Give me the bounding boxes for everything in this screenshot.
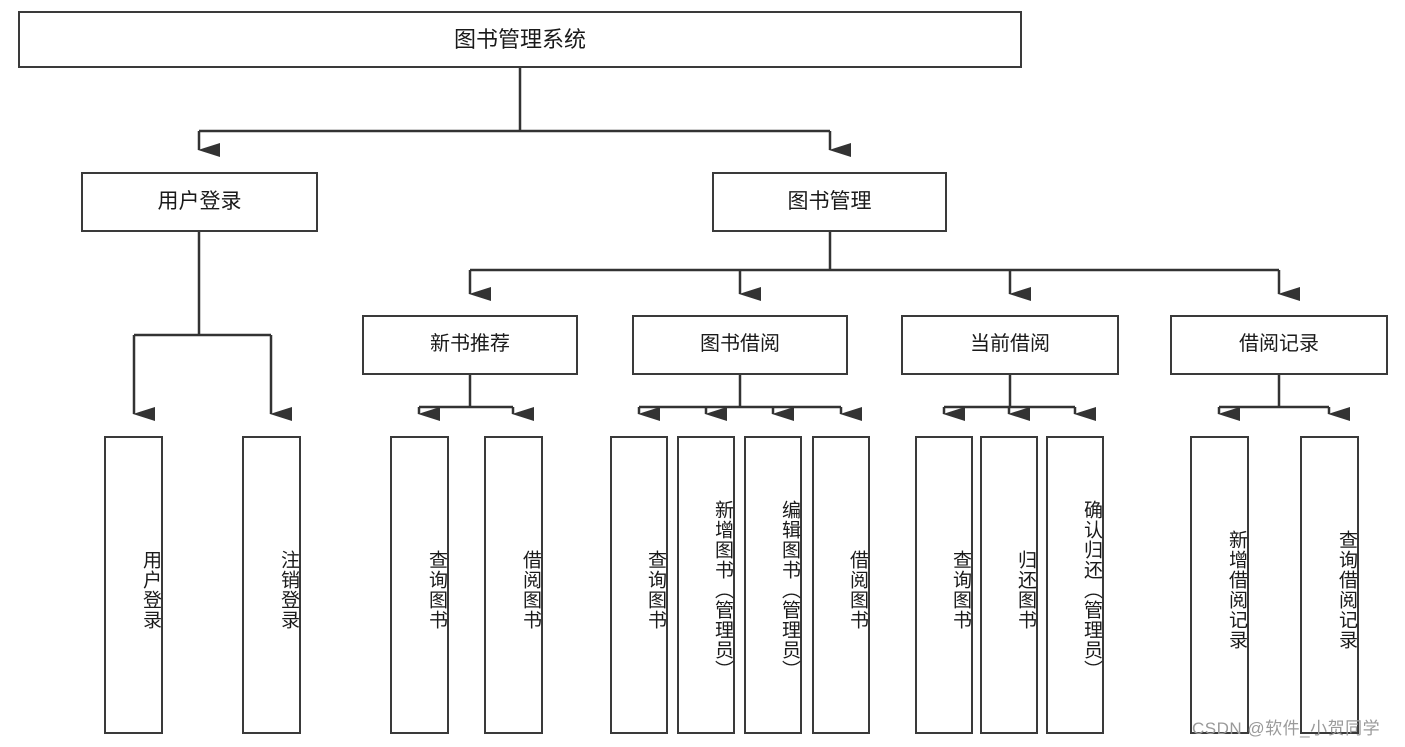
leaf-node[interactable]: 注销登录 <box>242 436 301 734</box>
leaf-node[interactable]: 查询图书 <box>390 436 449 734</box>
node-level2-current-borrow[interactable]: 当前借阅 <box>901 315 1119 375</box>
leaf-node[interactable]: 借阅图书 <box>484 436 543 734</box>
leaf-node[interactable]: 新增图书（管理员） <box>677 436 735 734</box>
leaf-node[interactable]: 确认归还（管理员） <box>1046 436 1104 734</box>
node-level2-borrow-record[interactable]: 借阅记录 <box>1170 315 1388 375</box>
leaf-node[interactable]: 查询图书 <box>915 436 973 734</box>
leaf-node[interactable]: 借阅图书 <box>812 436 870 734</box>
leaf-node[interactable]: 新增借阅记录 <box>1190 436 1249 734</box>
node-level1-book-management[interactable]: 图书管理 <box>712 172 947 232</box>
leaf-node[interactable]: 归还图书 <box>980 436 1038 734</box>
leaf-node[interactable]: 查询借阅记录 <box>1300 436 1359 734</box>
node-level2-new-book-recommend[interactable]: 新书推荐 <box>362 315 578 375</box>
node-root[interactable]: 图书管理系统 <box>18 11 1022 68</box>
node-level1-user-login[interactable]: 用户登录 <box>81 172 318 232</box>
node-level2-book-borrow[interactable]: 图书借阅 <box>632 315 848 375</box>
watermark: CSDN @软件_小贺同学 <box>1192 719 1381 738</box>
leaf-node[interactable]: 用户登录 <box>104 436 163 734</box>
leaf-node[interactable]: 查询图书 <box>610 436 668 734</box>
leaf-node[interactable]: 编辑图书（管理员） <box>744 436 802 734</box>
